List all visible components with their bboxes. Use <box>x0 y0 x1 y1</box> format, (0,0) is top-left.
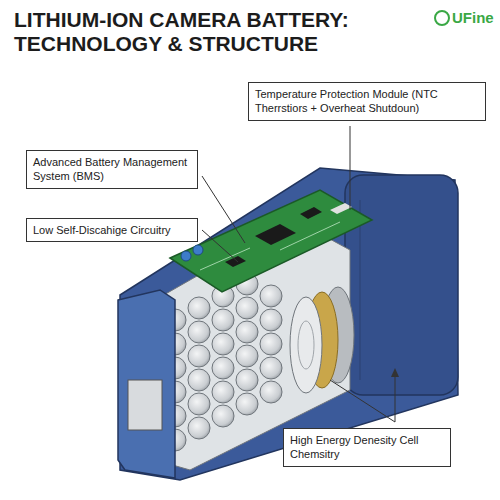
cell <box>260 285 282 307</box>
cell <box>188 345 210 367</box>
cell <box>188 297 210 319</box>
cell <box>260 309 282 331</box>
pcb-trace <box>200 248 250 270</box>
leader-line <box>202 230 238 262</box>
capacitor <box>181 251 191 261</box>
chip <box>255 224 296 245</box>
leader-line <box>395 375 396 422</box>
cell <box>188 417 210 439</box>
cell <box>260 357 282 379</box>
cell <box>188 321 210 343</box>
front-cap <box>118 290 175 478</box>
cell <box>188 393 210 415</box>
cell-array <box>164 273 282 451</box>
logo-text: UFine <box>452 9 494 26</box>
cell <box>212 405 234 427</box>
logo-icon <box>435 11 449 25</box>
diagram-title: LITHIUM-ION CAMERA BATTERY: TECHNOLOGY &… <box>14 8 434 56</box>
pcb-trace <box>280 222 340 250</box>
cell <box>236 345 258 367</box>
connector-block <box>330 203 352 214</box>
callout-box: Low Self-Discahige Circuitry <box>26 218 198 242</box>
cell <box>212 309 234 331</box>
leader-line <box>330 380 395 422</box>
cell <box>260 333 282 355</box>
callout-box: Advanced Battery Management System (BMS) <box>26 150 198 189</box>
cell <box>188 369 210 391</box>
cell <box>260 381 282 403</box>
callout-text: High Energy Denesity Cell Chemsitry <box>290 433 444 462</box>
callout-text: Temperature Protection Module (NTC Therr… <box>255 87 479 116</box>
cap-seam <box>360 200 361 380</box>
label-window <box>128 380 162 430</box>
leader-arrow <box>391 368 399 377</box>
cell <box>212 357 234 379</box>
cell <box>212 333 234 355</box>
cell <box>236 369 258 391</box>
capacitor <box>193 245 203 255</box>
chip <box>300 207 322 219</box>
callout-box: Temperature Protection Module (NTC Therr… <box>248 82 486 121</box>
cell <box>236 393 258 415</box>
leader-line <box>202 176 245 243</box>
callout-text: Low Self-Discahige Circuitry <box>33 223 191 237</box>
cell <box>236 297 258 319</box>
cell <box>236 321 258 343</box>
roll-core <box>298 321 314 369</box>
leader-line <box>350 126 351 210</box>
callout-text: Advanced Battery Management System (BMS) <box>33 155 191 184</box>
cell <box>212 381 234 403</box>
callout-box: High Energy Denesity Cell Chemsitry <box>283 428 451 467</box>
pcb-board <box>170 190 372 292</box>
roll-end <box>290 297 322 393</box>
end-cap <box>345 175 458 395</box>
